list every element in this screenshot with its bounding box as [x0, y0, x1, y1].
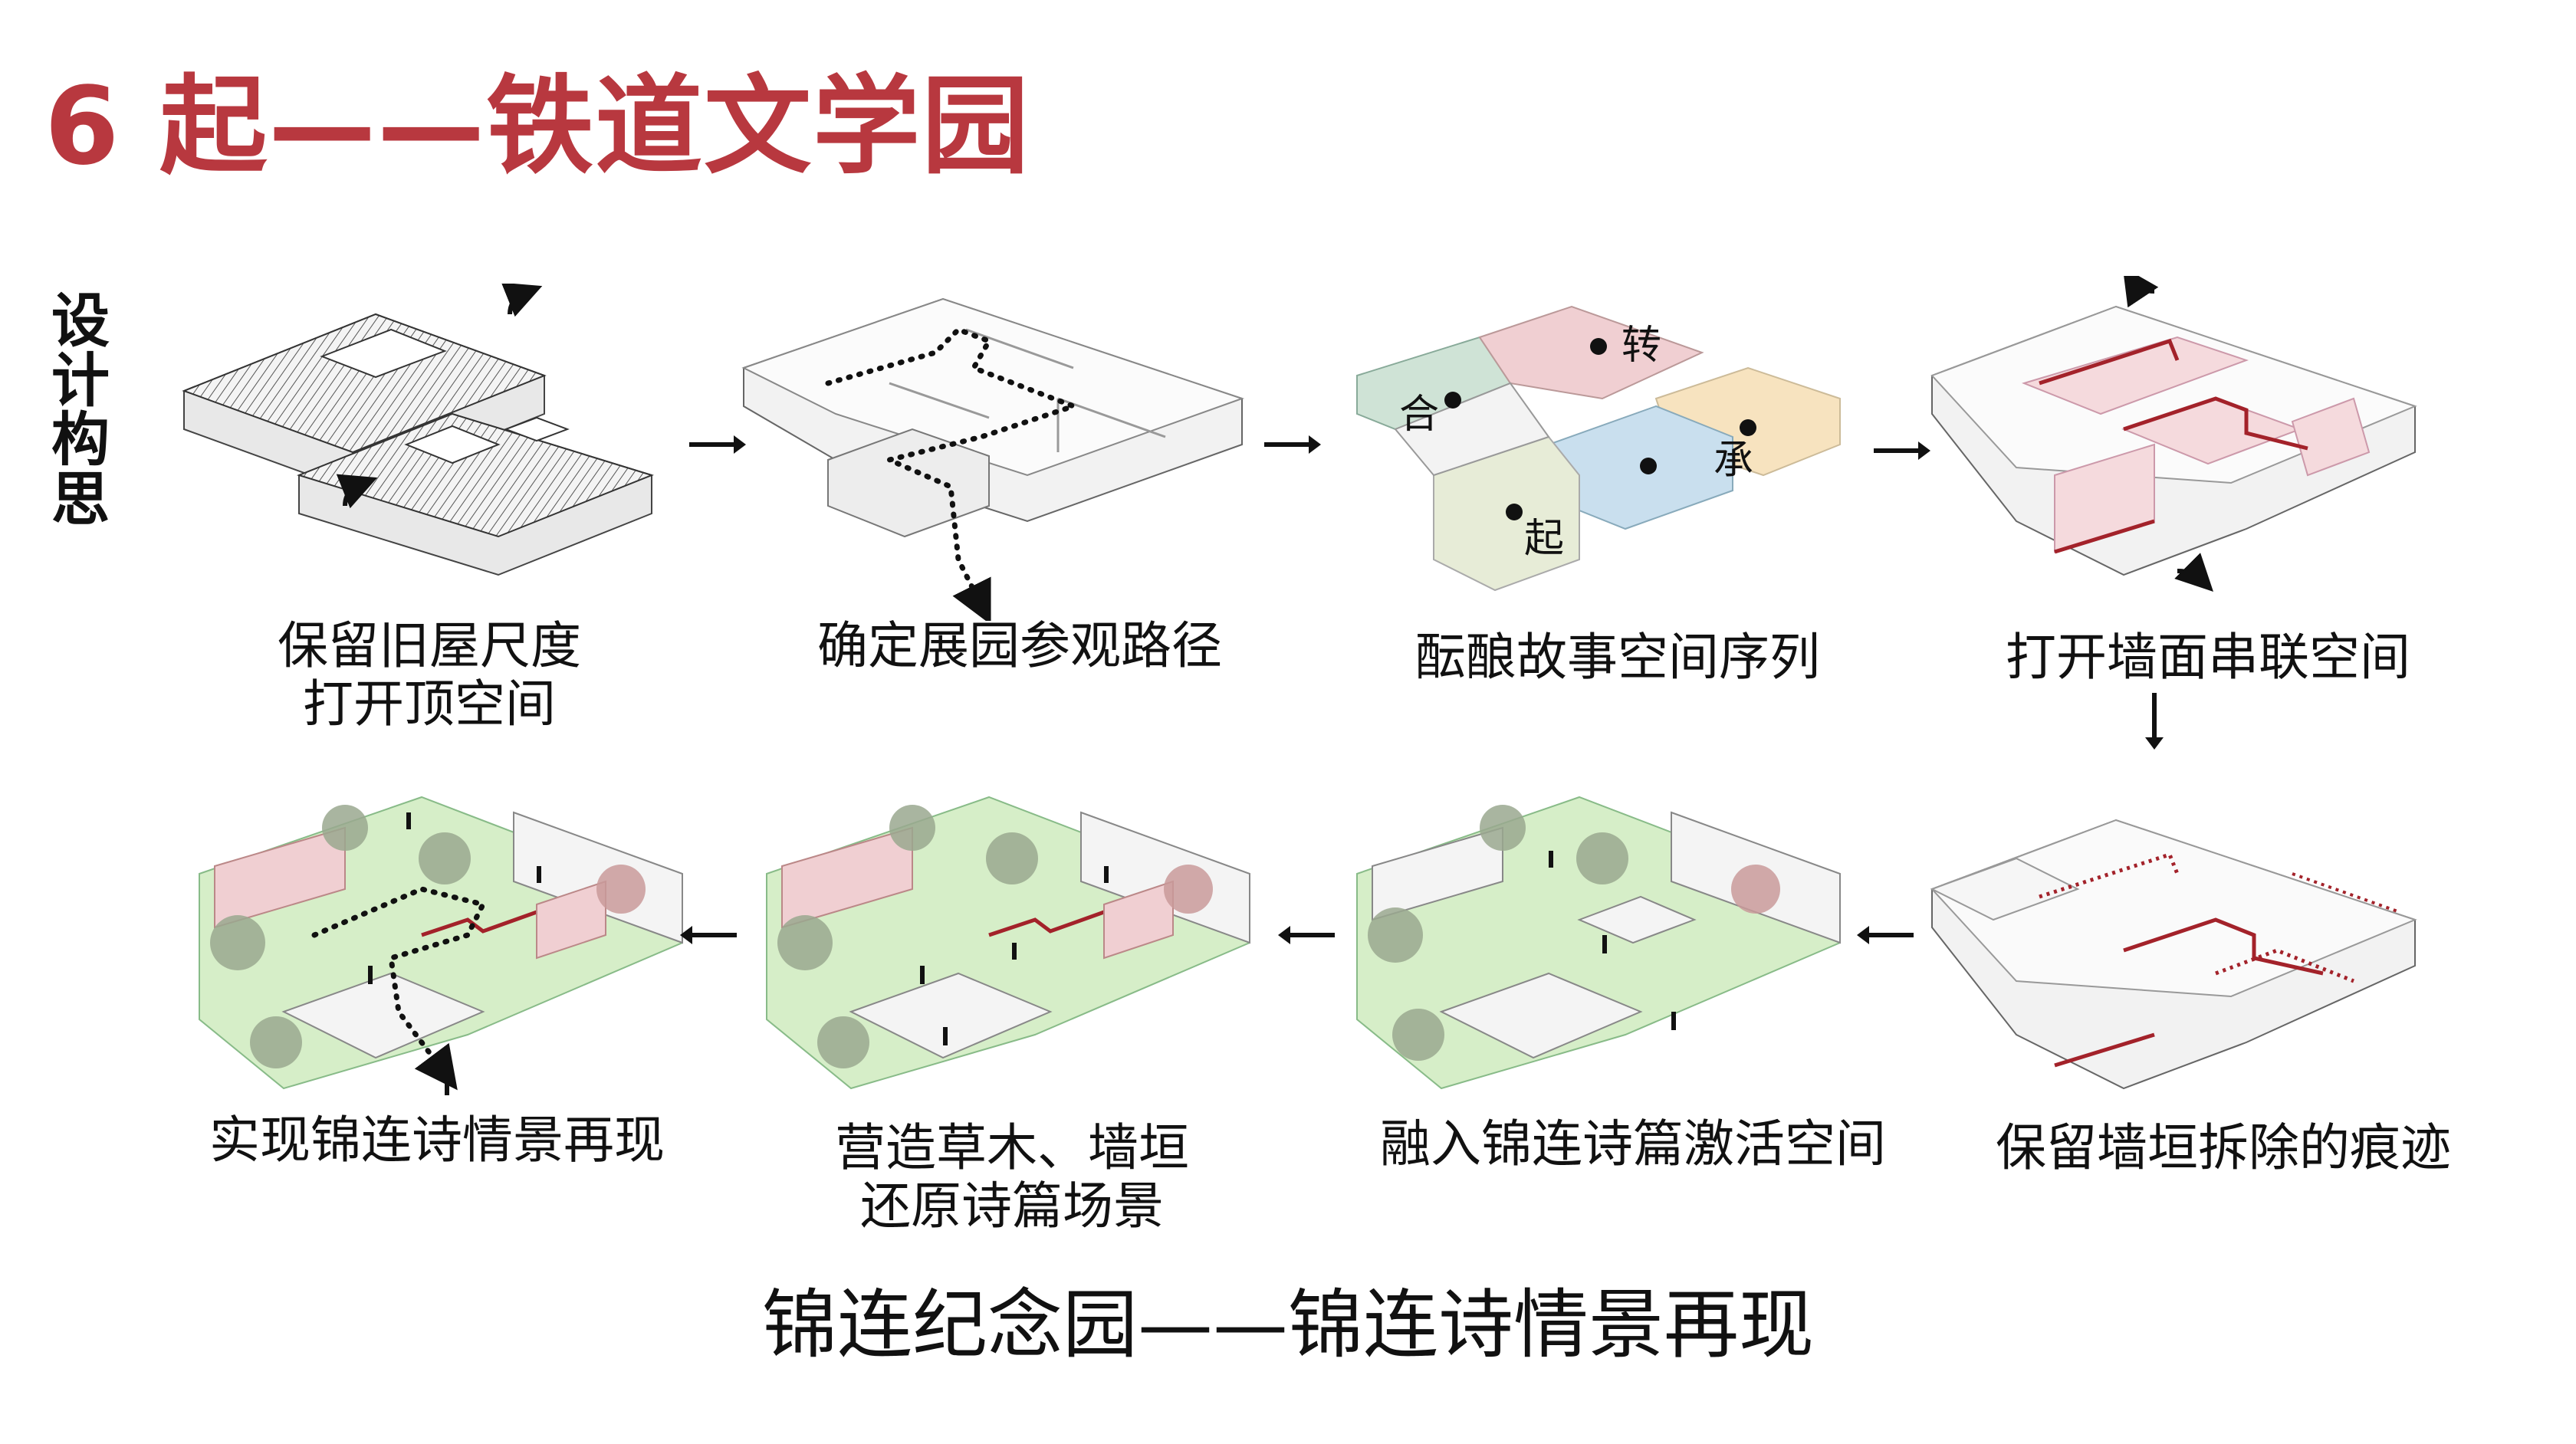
step-caption-line: 实现锦连诗情景再现 [209, 1111, 665, 1170]
marker-zhuan: 转 [1622, 323, 1661, 369]
bottom-title: 锦连纪念园——锦连诗情景再现 [761, 1282, 1814, 1369]
step-caption-line: 还原诗篇场景 [860, 1176, 1164, 1236]
marker-cheng: 承 [1714, 438, 1753, 484]
side-label-char: 设 [51, 287, 110, 355]
step-caption-line: 酝酿故事空间序列 [1415, 628, 1820, 687]
step-caption-line: 确定展园参观路径 [817, 616, 1222, 675]
flow-arrow-5 [1857, 926, 1914, 944]
flow-arrow-3 [1874, 441, 1930, 460]
step-caption-4: 打开墙面串联空间 [1963, 628, 2453, 687]
marker-he: 合 [1399, 392, 1439, 438]
diagram-panel-3: 合 转 承 起 [1356, 305, 1841, 592]
flow-arrow-2 [1264, 435, 1321, 454]
flow-arrow-7 [680, 926, 737, 944]
diagram-panel-4 [1930, 276, 2417, 592]
side-label-char: 思 [51, 464, 110, 533]
step-caption-line: 保留旧屋尺度 [278, 616, 581, 675]
step-caption-3: 酝酿故事空间序列 [1372, 628, 1863, 687]
step-caption-1: 保留旧屋尺度 打开顶空间 [215, 617, 644, 733]
diagram-panel-2 [741, 297, 1245, 621]
side-label: 设 计 构 思 [46, 291, 115, 529]
marker-qi: 起 [1524, 516, 1564, 562]
page-title: 6 起——铁道文学园 [44, 64, 1031, 189]
step-caption-5: 保留墙垣拆除的痕迹 [1955, 1119, 2492, 1177]
step-caption-line: 营造草木、墙垣 [835, 1118, 1189, 1177]
diagram-panel-1 [182, 284, 655, 576]
diagram-panel-7 [766, 796, 1250, 1090]
diagram-panel-6 [1356, 796, 1841, 1090]
flow-arrow-1 [689, 435, 746, 454]
flow-arrow-4 [2145, 693, 2164, 750]
step-caption-7: 营造草木、墙垣 还原诗篇场景 [782, 1119, 1242, 1236]
diagram-panel-5 [1930, 819, 2417, 1090]
step-caption-8: 实现锦连诗情景再现 [176, 1111, 698, 1170]
diagram-panel-8 [199, 796, 683, 1095]
side-label-char: 构 [51, 405, 110, 474]
side-label-char: 计 [51, 346, 110, 415]
step-caption-line: 打开顶空间 [303, 674, 556, 733]
flow-arrow-6 [1278, 926, 1335, 944]
step-caption-line: 融入锦连诗篇激活空间 [1380, 1114, 1886, 1173]
step-caption-line: 打开墙面串联空间 [2006, 628, 2410, 687]
step-caption-6: 融入锦连诗篇激活空间 [1349, 1115, 1917, 1173]
step-caption-line: 保留墙垣拆除的痕迹 [1996, 1118, 2451, 1177]
step-caption-2: 确定展园参观路径 [774, 617, 1265, 675]
